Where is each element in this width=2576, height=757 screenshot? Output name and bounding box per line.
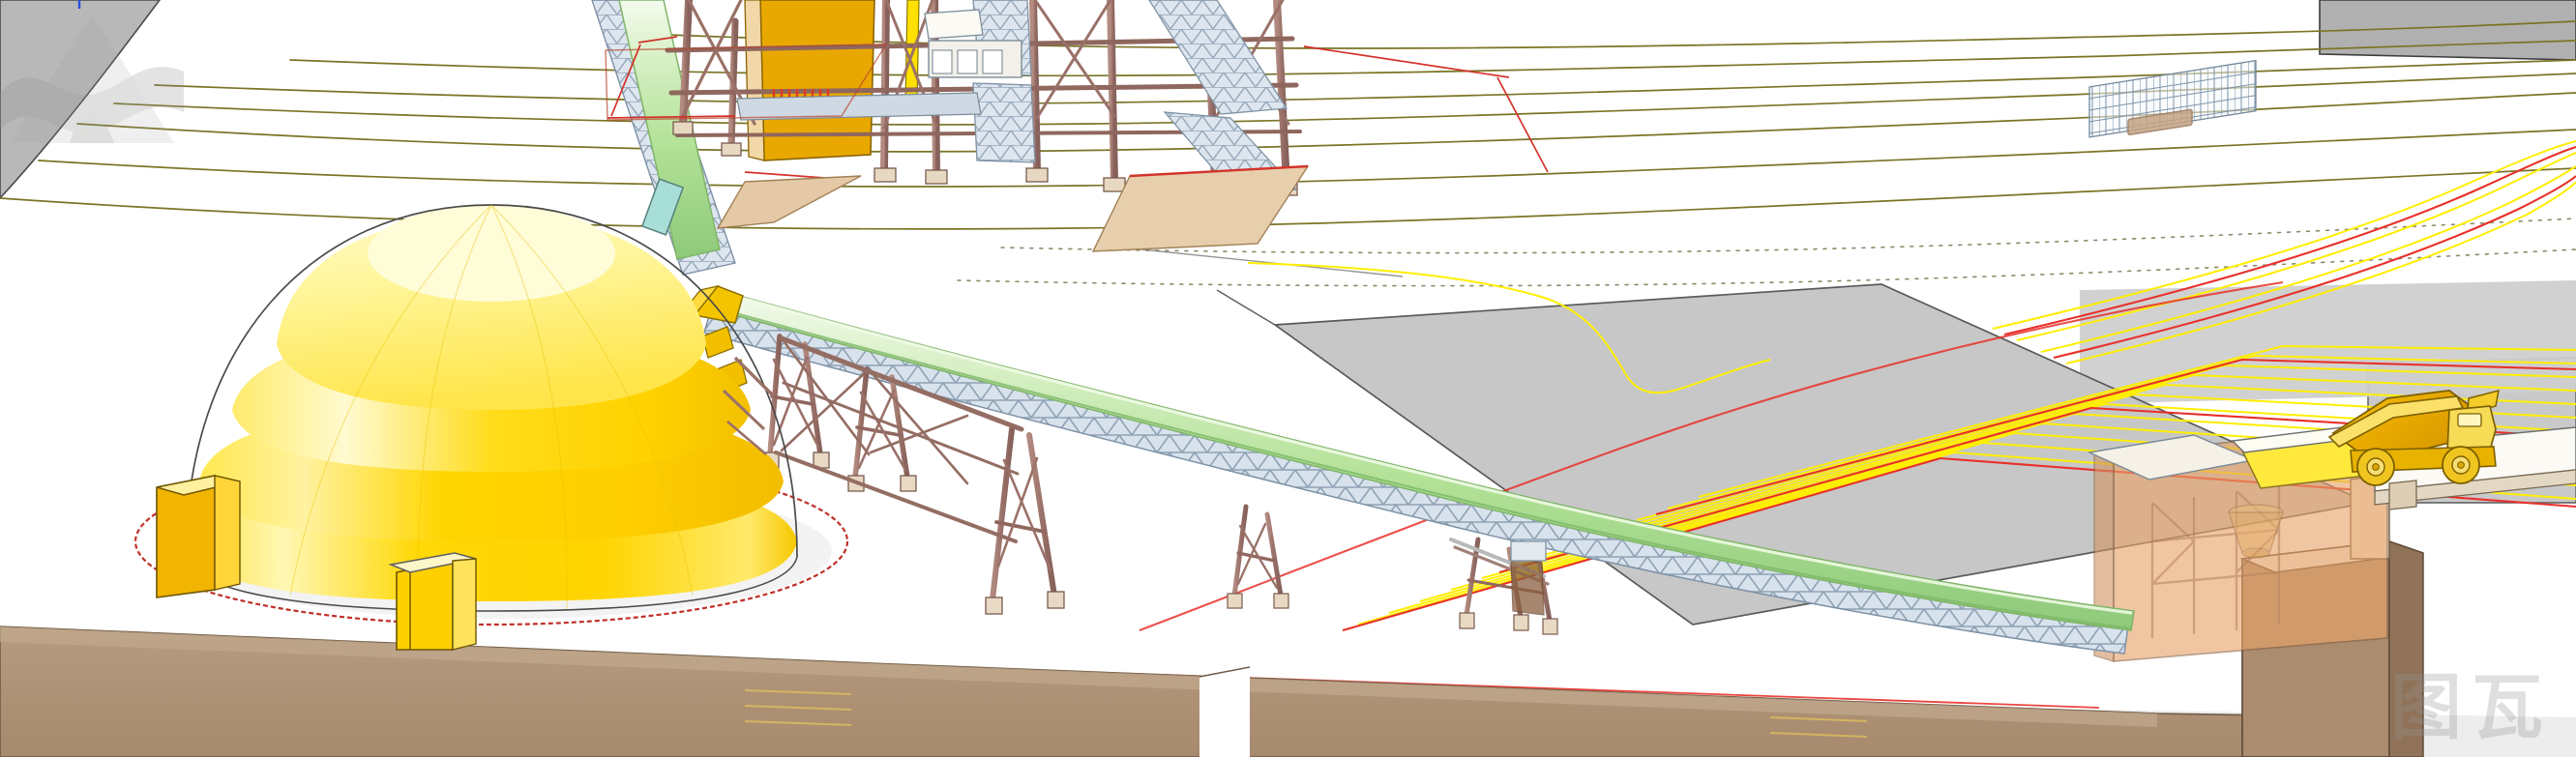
dome-portal <box>388 552 477 651</box>
tower-conveyor-deck <box>736 92 982 121</box>
discharge-cone <box>2228 504 2284 559</box>
haul-truck[interactable] <box>2327 389 2500 486</box>
dome-annex <box>156 475 241 598</box>
contour-breakline <box>957 218 2576 287</box>
dome-outline <box>185 204 798 558</box>
conveyor-belt-shadow <box>714 306 2132 630</box>
transfer-tower[interactable] <box>640 0 1302 236</box>
dome-base-ring <box>133 456 849 626</box>
dome-conveyor-brackets <box>722 356 776 455</box>
trestle-infill-panel <box>1510 556 1545 616</box>
trestle-panel-frame <box>1510 540 1547 562</box>
truck-wheel-rear <box>2356 448 2395 486</box>
cut-slope-left <box>0 0 162 200</box>
truck-window <box>2457 413 2482 427</box>
conveyor-belt-tube <box>713 288 2135 631</box>
contour-lines <box>0 20 2576 230</box>
berm-notch <box>1199 667 1250 757</box>
tower-operator-cab <box>640 178 685 236</box>
berm-notch-edge <box>1199 666 1251 678</box>
storage-dome[interactable] <box>133 204 849 651</box>
haul-ramp-pier <box>2388 480 2417 510</box>
haul-ramp-face <box>2374 469 2576 506</box>
trestle-tower-main <box>985 426 1065 615</box>
berm-markings <box>744 689 1868 738</box>
tower-ramp-edge <box>1129 164 1309 178</box>
dome-meridians <box>289 204 694 610</box>
conveyor-gallery[interactable] <box>591 0 2135 655</box>
conveyor-tube-upper <box>618 0 721 260</box>
earth-berm-top-face <box>0 626 2157 727</box>
conveyor-belt-highlight <box>719 290 2133 615</box>
site-pad-edge-line <box>1216 289 1276 326</box>
cut-slope-right <box>2319 0 2576 61</box>
tower-access-ramp <box>716 175 862 229</box>
truck-cab <box>2446 405 2497 453</box>
trestle-tower-4 <box>1227 504 1289 609</box>
tower-equipment <box>924 9 1022 78</box>
retaining-wall-side <box>2388 539 2424 757</box>
tower-pad-outline <box>605 44 888 121</box>
crusher-equipment-skid <box>2127 108 2193 136</box>
dome-crown <box>368 205 615 302</box>
trestle-top-beam <box>774 335 1024 543</box>
truck-wheel-front <box>2442 446 2480 484</box>
